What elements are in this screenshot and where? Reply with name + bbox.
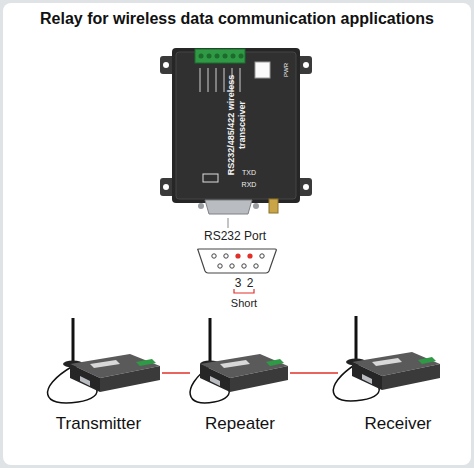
node-text: Receiver	[338, 414, 458, 434]
dip-switch	[255, 62, 270, 78]
transceiver-node: RS232/485/422 wireless transceiver	[160, 45, 312, 218]
terminal-screw	[207, 54, 212, 59]
terminal-block	[136, 359, 156, 366]
pin	[218, 264, 222, 268]
screw-hole	[163, 184, 169, 190]
radio-node: Transmitter	[35, 310, 162, 440]
radio-node: Receiver	[338, 310, 458, 440]
db9-outline	[198, 249, 277, 273]
note-text: Short	[231, 297, 257, 309]
pin	[260, 254, 264, 258]
pin-number: 2	[247, 276, 254, 290]
unit-side	[382, 364, 440, 390]
unit-front	[70, 364, 100, 392]
pin	[254, 264, 258, 268]
terminal-screw	[231, 54, 236, 59]
connector-screw	[253, 203, 259, 209]
diagram-title: Relay for wireless data communication ap…	[0, 10, 474, 28]
unit-side	[100, 366, 160, 392]
led-label: PWR	[283, 63, 289, 77]
radio-node: Repeater	[190, 310, 290, 440]
antenna-pole	[72, 318, 75, 363]
radio-unit	[190, 318, 288, 403]
radio-unit	[48, 318, 160, 403]
node-text: Transmitter	[35, 414, 162, 434]
connector-screw	[198, 203, 204, 209]
db9-port-drawing	[198, 249, 277, 293]
transceiver-device	[160, 48, 312, 214]
link-line	[162, 372, 190, 374]
terminal-screw	[199, 54, 204, 59]
link-line	[228, 218, 229, 228]
pin-shorted	[235, 253, 240, 258]
pin-shorted	[247, 253, 252, 258]
radio-unit	[333, 316, 440, 401]
db9-connector	[80, 376, 90, 386]
terminal-screw	[215, 54, 220, 59]
pin-number: 3	[235, 276, 242, 290]
label-sticker	[372, 358, 402, 366]
link-line	[290, 372, 338, 374]
device-face	[176, 52, 296, 199]
unit-front	[200, 364, 230, 392]
terminal-block	[195, 49, 245, 63]
unit-side	[230, 366, 288, 392]
pin	[230, 264, 234, 268]
terminal-screw	[223, 54, 228, 59]
sma-connector	[269, 199, 278, 213]
db9-connector	[362, 374, 372, 384]
pin	[212, 254, 216, 258]
db9-connector	[210, 376, 220, 386]
db9-connector	[205, 200, 252, 214]
terminal-screw	[239, 54, 244, 59]
usb-port	[203, 174, 218, 182]
led-label: TXD	[242, 169, 256, 176]
label-sticker	[90, 360, 120, 368]
node-text: RS232/485/422 wireless transceiver	[226, 69, 249, 181]
pin	[242, 264, 246, 268]
pin	[224, 254, 228, 258]
screw-hole	[303, 62, 309, 68]
screw-hole	[303, 184, 309, 190]
label-sticker	[220, 360, 250, 368]
screw-hole	[163, 62, 169, 68]
node-text: Repeater	[190, 414, 290, 434]
port-node: RS232 Port	[190, 228, 280, 276]
node-text: RS232 Port	[190, 229, 280, 243]
led-label: RXD	[242, 181, 257, 188]
terminal-block	[418, 357, 436, 364]
terminal-block	[266, 359, 284, 366]
unit-front	[352, 362, 382, 390]
antenna-pole	[355, 316, 358, 361]
antenna-pole	[209, 318, 212, 363]
device-body	[172, 48, 300, 203]
